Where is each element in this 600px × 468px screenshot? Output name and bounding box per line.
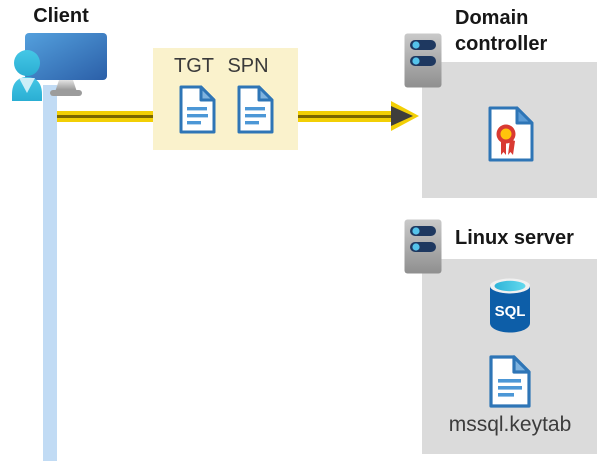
tgt-label: TGT xyxy=(174,55,214,77)
keytab-document-icon xyxy=(489,355,531,408)
linux-server-label: Linux server xyxy=(455,227,574,249)
domain-controller-label: Domain controller xyxy=(455,7,548,55)
spn-document-icon xyxy=(237,85,274,134)
spn-label: SPN xyxy=(227,55,269,77)
ticket-box xyxy=(153,48,298,150)
certificate-icon xyxy=(488,106,534,162)
tgt-document-icon xyxy=(179,85,216,134)
client-workstation-icon xyxy=(12,33,107,101)
sql-database-icon: SQL xyxy=(490,278,530,333)
keytab-filename-label: mssql.keytab xyxy=(448,413,572,436)
client-lifeline xyxy=(43,85,57,461)
linux-server-icon xyxy=(404,219,442,274)
client-label: Client xyxy=(33,5,89,27)
domain-controller-server-icon xyxy=(404,33,442,88)
sql-icon-label: SQL xyxy=(495,303,526,320)
request-arrowhead-icon xyxy=(391,101,419,131)
